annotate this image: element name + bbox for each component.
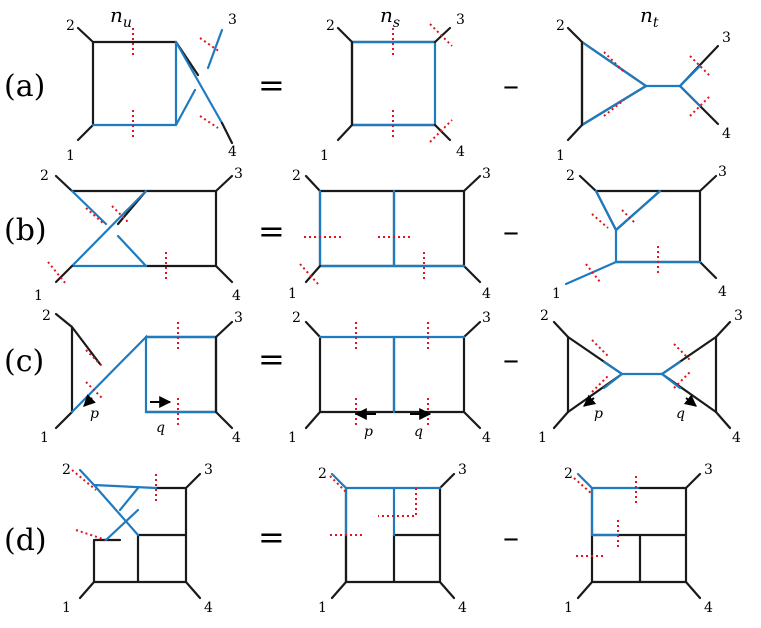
leg-label-3: 3: [234, 310, 243, 326]
equals-c: =: [258, 340, 285, 378]
leg-label-4: 4: [482, 286, 491, 302]
momentum-label-p: p: [90, 406, 99, 422]
momentum-label-q: q: [414, 424, 423, 440]
graph-d-nt: 2 1 3 4: [564, 462, 713, 616]
leg-label-1: 1: [288, 430, 297, 446]
column-headers: nu ns nt: [110, 3, 659, 31]
graph-a-ns: 2 1 3 4: [320, 12, 465, 164]
minus-a: –: [503, 66, 519, 104]
leg-label-2: 2: [566, 168, 575, 184]
leg-label-3: 3: [456, 12, 465, 28]
leg-label-2: 2: [292, 310, 301, 326]
leg-label-2: 2: [292, 168, 301, 184]
leg-label-3: 3: [482, 166, 491, 182]
leg-label-2: 2: [326, 18, 335, 34]
leg-label-2: 2: [564, 466, 573, 482]
leg-label-4: 4: [232, 288, 241, 304]
momentum-label-p: p: [594, 406, 603, 422]
leg-label-1: 1: [564, 600, 573, 616]
equals-a: =: [258, 66, 285, 104]
momentum-label-q: q: [676, 406, 685, 422]
leg-label-1: 1: [318, 600, 327, 616]
equals-b: =: [258, 212, 285, 250]
leg-label-4: 4: [228, 144, 237, 160]
minus-c: –: [503, 340, 519, 378]
leg-label-3: 3: [722, 30, 731, 46]
leg-label-1: 1: [288, 286, 297, 302]
graph-c-nt: p q 2 1 3 4: [538, 308, 743, 446]
minus-d: –: [503, 518, 519, 556]
leg-label-2: 2: [556, 18, 565, 34]
leg-label-1: 1: [40, 430, 49, 446]
leg-label-2: 2: [318, 466, 327, 482]
leg-label-4: 4: [482, 430, 491, 446]
graph-b-nt: 2 1 3 4: [552, 164, 727, 302]
leg-label-2: 2: [540, 308, 549, 324]
leg-label-4: 4: [232, 430, 241, 446]
leg-label-4: 4: [204, 600, 213, 616]
leg-label-1: 1: [66, 148, 75, 164]
leg-label-3: 3: [234, 166, 243, 182]
leg-label-3: 3: [482, 310, 491, 326]
header-ns: ns: [380, 3, 400, 31]
graph-a-nu: 2 1 3 4: [66, 12, 237, 164]
leg-label-3: 3: [718, 164, 727, 180]
leg-label-3: 3: [704, 462, 713, 478]
row-label-d: (d): [4, 523, 47, 558]
row-label-a: (a): [4, 69, 45, 104]
graph-d-nu: 2 1 3 4: [62, 462, 213, 616]
leg-label-4: 4: [704, 600, 713, 616]
graph-a-nt: 2 1 3 4: [556, 18, 731, 164]
leg-label-2: 2: [42, 308, 51, 324]
leg-label-4: 4: [458, 600, 467, 616]
leg-label-1: 1: [62, 600, 71, 616]
leg-label-1: 1: [552, 286, 561, 302]
row-label-c: (c): [4, 344, 44, 379]
leg-label-4: 4: [456, 144, 465, 160]
graph-b-nu: 2 1 3 4: [34, 166, 243, 304]
momentum-label-p: p: [364, 424, 373, 440]
leg-label-3: 3: [734, 308, 743, 324]
graph-d-ns: 2 1 3 4: [318, 462, 467, 616]
leg-label-3: 3: [204, 462, 213, 478]
graph-b-ns: 2 1 3 4: [288, 166, 491, 302]
leg-label-4: 4: [722, 126, 731, 142]
leg-label-4: 4: [718, 284, 727, 300]
leg-label-1: 1: [34, 288, 43, 304]
leg-label-4: 4: [732, 430, 741, 446]
row-label-b: (b): [4, 213, 47, 248]
leg-label-2: 2: [66, 18, 75, 34]
leg-label-1: 1: [556, 148, 565, 164]
header-nt: nt: [640, 3, 659, 31]
equals-d: =: [258, 518, 285, 556]
header-nu: nu: [110, 3, 132, 31]
graph-c-nu: p q 2 1 3 4: [40, 308, 243, 446]
leg-label-3: 3: [228, 12, 237, 28]
leg-label-2: 2: [40, 168, 49, 184]
leg-label-2: 2: [62, 462, 71, 478]
graph-c-ns: p q 2 1 3 4: [288, 310, 491, 446]
minus-b: –: [503, 212, 519, 250]
momentum-label-q: q: [156, 420, 165, 436]
leg-label-1: 1: [320, 148, 329, 164]
leg-label-3: 3: [458, 462, 467, 478]
leg-label-1: 1: [538, 430, 547, 446]
